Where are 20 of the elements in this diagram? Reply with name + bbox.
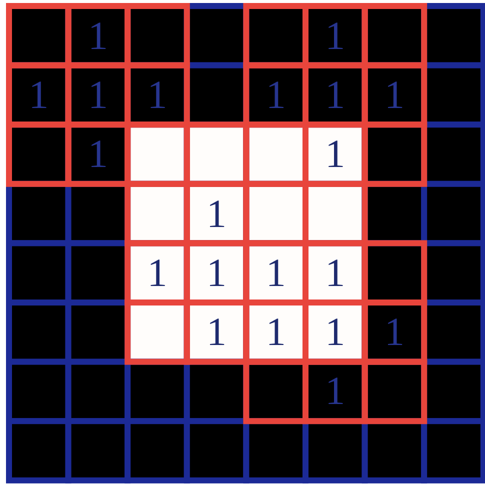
cell-value: 1 bbox=[264, 250, 287, 295]
cell-value: 1 bbox=[146, 250, 168, 295]
cell-value: 1 bbox=[324, 72, 346, 117]
cell-value: 1 bbox=[264, 310, 287, 354]
cell-value: 1 bbox=[206, 250, 228, 295]
cell-value: 1 bbox=[206, 192, 228, 236]
cell-value: 1 bbox=[324, 369, 346, 414]
cell-value: 1 bbox=[324, 250, 346, 295]
cell-value: 1 bbox=[383, 310, 406, 354]
cell-value: 1 bbox=[86, 72, 109, 117]
cell-value: 1 bbox=[324, 14, 346, 58]
cell-value: 1 bbox=[146, 72, 168, 117]
cell-value: 1 bbox=[324, 310, 346, 354]
cell-value: 1 bbox=[264, 72, 287, 117]
cell-value: 1 bbox=[86, 14, 109, 58]
cell-value: 1 bbox=[383, 72, 406, 117]
cell-value: 1 bbox=[206, 310, 228, 354]
cell-value: 1 bbox=[324, 132, 346, 176]
cell-value: 1 bbox=[86, 132, 109, 176]
cell-value: 1 bbox=[28, 72, 50, 117]
